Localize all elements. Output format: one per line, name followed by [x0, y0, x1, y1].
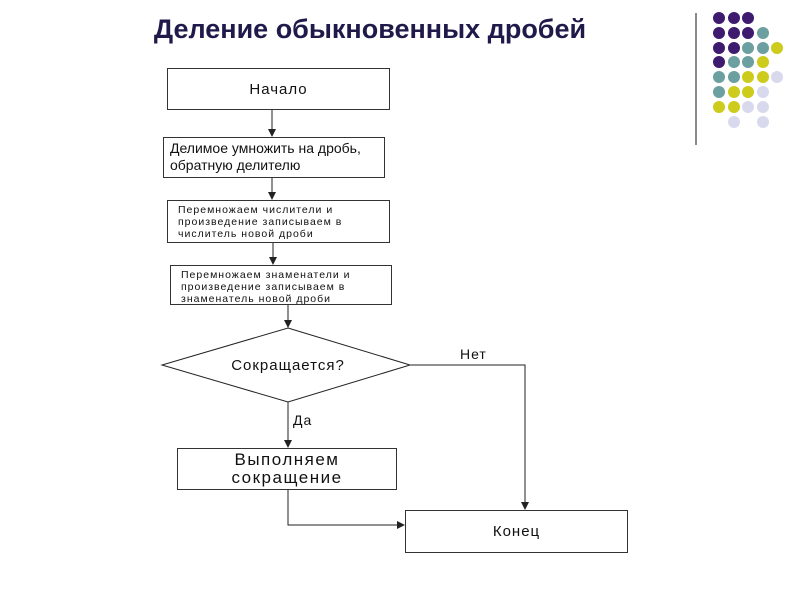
decor-dot [771, 71, 784, 84]
decor-dot [713, 100, 725, 113]
step3-box: Перемножаем знаменатели и произведение з… [170, 265, 392, 305]
decor-dot [756, 71, 769, 84]
decor-dot [756, 41, 769, 54]
decor-dot [727, 41, 740, 54]
decor-dot [742, 12, 755, 24]
decor-dot [713, 41, 725, 54]
decor-dot [756, 56, 769, 69]
decor-dot [727, 86, 740, 98]
arrow-no-end [410, 364, 529, 510]
decision-label: Сокращается? [231, 356, 345, 374]
arrow-reduce-end [287, 490, 405, 529]
step1-box: Делимое умножить на дробь, обратную дели… [163, 137, 385, 178]
decor-dot [756, 100, 769, 113]
reduce-box: Выполняем сокращение [177, 448, 397, 490]
decor-dot [727, 100, 740, 113]
decor-dot [756, 26, 769, 39]
decor-dot [727, 71, 740, 84]
decor-dot [727, 26, 740, 39]
decor-dot [771, 41, 784, 54]
decor-dot [713, 56, 725, 69]
slide-title: Деление обыкновенных дробей [153, 14, 587, 44]
decor-dot [742, 56, 755, 69]
decor-dot [713, 12, 725, 24]
decor-dot [713, 86, 725, 98]
step2-box: Перемножаем числители и произведение зап… [167, 200, 390, 243]
start-box: Начало [167, 68, 390, 110]
decor-divider [695, 13, 697, 145]
decor-dot [742, 86, 755, 98]
decor-dot [727, 12, 740, 24]
decor-dot [742, 26, 755, 39]
yes-label: Да [293, 412, 313, 428]
decor-dot [742, 41, 755, 54]
decor-dot [742, 71, 755, 84]
no-label: Нет [460, 346, 487, 362]
end-box: Конец [405, 510, 628, 553]
decor-dot [713, 71, 725, 84]
decor-dot [756, 86, 769, 98]
decor-dot [727, 56, 740, 69]
decor-dot [756, 115, 769, 128]
decor-dot [727, 115, 740, 128]
decor-dot [713, 26, 725, 39]
decor-dot [742, 100, 755, 113]
